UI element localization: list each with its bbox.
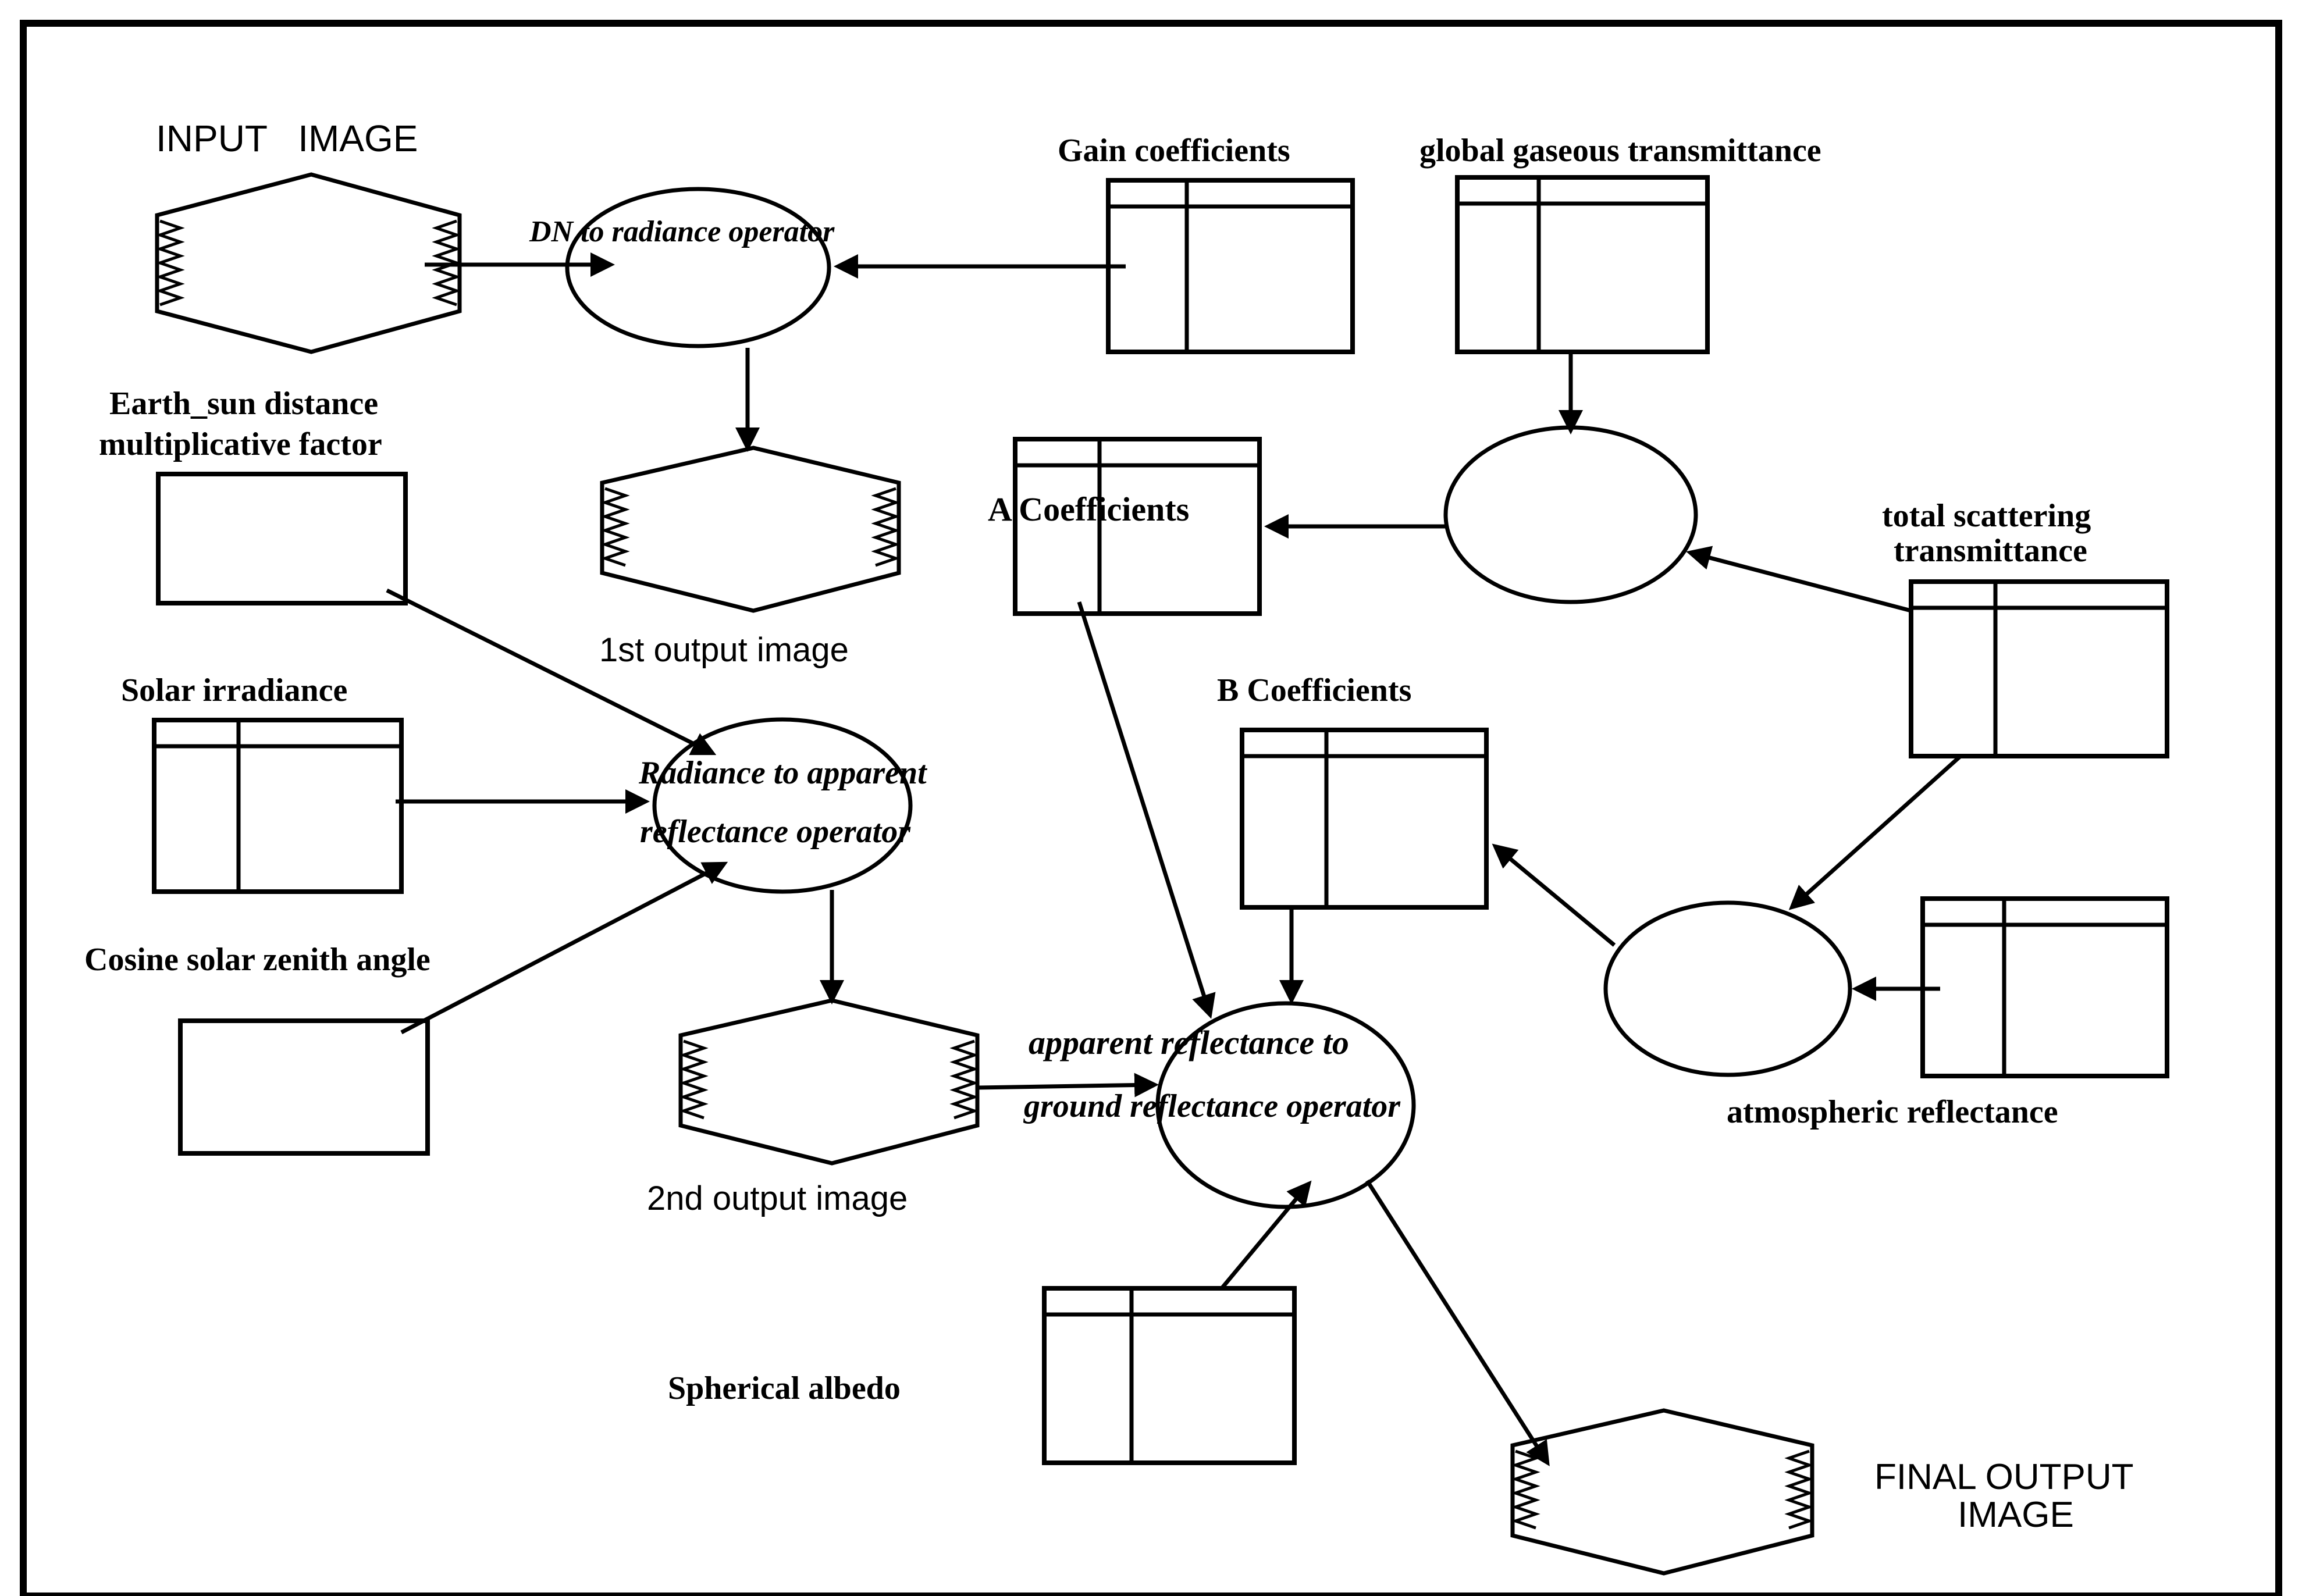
- arrow-scattering-to-b-operator: [1788, 754, 1962, 910]
- global-gaseous-transmittance-label: global gaseous transmittance: [1419, 133, 1821, 169]
- dn-to-radiance-operator-label: DN to radiance operator: [529, 215, 835, 248]
- solar-irradiance-label: Solar irradiance: [121, 672, 347, 708]
- arrow-earth-sun-to-radiance-operator: [386, 588, 717, 756]
- final-output-label-line1: FINAL OUTPUT: [1874, 1457, 2134, 1497]
- apparent-operator-label-line1: apparent reflectance to: [1029, 1024, 1349, 1061]
- total-scattering-label-line1: total scattering: [1882, 498, 2091, 534]
- a-coefficients-table: [1013, 437, 1262, 616]
- arrow-cosine-to-radiance-operator: [400, 861, 728, 1035]
- dn-to-radiance-operator: [565, 187, 831, 348]
- arrow-ground-operator-to-final-output: [1365, 1180, 1550, 1466]
- a-coefficients-label: A Coefficients: [988, 490, 1189, 528]
- earth-sun-distance-label-line1: Earth_sun distance: [109, 386, 378, 422]
- radiance-to-reflectance-operator: [652, 717, 913, 894]
- total-scattering-transmittance-table: [1909, 579, 2169, 758]
- final-output-label-line2: IMAGE: [1958, 1495, 2074, 1535]
- cosine-solar-zenith-box: [178, 1018, 430, 1156]
- b-coefficient-operator: [1603, 900, 1852, 1077]
- gain-coefficients-table: [1106, 178, 1355, 354]
- arrow-albedo-to-ground-operator: [1220, 1180, 1312, 1290]
- atmospheric-reflectance-table: [1920, 896, 2169, 1078]
- radiance-operator-label-line1: Radiance to apparent: [638, 755, 927, 791]
- first-output-image-label: 1st output image: [599, 631, 849, 669]
- gain-coefficients-label: Gain coefficients: [1058, 133, 1290, 169]
- earth-sun-distance-box: [156, 472, 408, 605]
- b-coefficients-label: B Coefficients: [1217, 672, 1411, 708]
- earth-sun-distance-label-line2: multiplicative factor: [99, 426, 382, 462]
- solar-irradiance-table: [152, 718, 404, 894]
- arrow-a-coefficients-to-ground-operator: [1077, 601, 1216, 1019]
- total-scattering-label-line2: transmittance: [1894, 533, 2087, 569]
- arrow-scattering-to-a-operator: [1686, 546, 1912, 613]
- arrow-b-operator-to-b-coefficients: [1492, 843, 1616, 947]
- global-gaseous-transmittance-table: [1455, 175, 1710, 354]
- input-image-label: INPUT IMAGE: [156, 117, 418, 159]
- apparent-operator-label-line2: ground reflectance operator: [1023, 1088, 1401, 1124]
- atmospheric-reflectance-label: atmospheric reflectance: [1727, 1094, 2058, 1130]
- b-coefficients-table: [1240, 728, 1489, 910]
- spherical-albedo-label: Spherical albedo: [668, 1370, 901, 1406]
- second-output-image-label: 2nd output image: [647, 1180, 908, 1217]
- arrow-second-output-to-ground-operator: [977, 1073, 1159, 1098]
- cosine-solar-zenith-label: Cosine solar zenith angle: [84, 942, 430, 978]
- final-output-image-node: [1510, 1408, 1814, 1576]
- radiance-operator-label-line2: reflectance operator: [640, 814, 911, 850]
- spherical-albedo-table: [1042, 1286, 1297, 1465]
